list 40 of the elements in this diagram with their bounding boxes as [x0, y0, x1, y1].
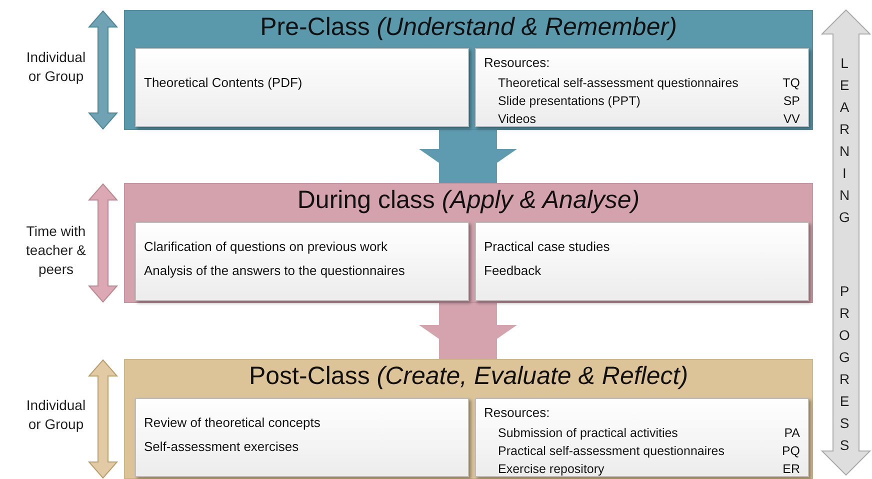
panel-text: Theoretical Contents (PDF): [144, 75, 304, 90]
side-label: Individual or Group: [25, 396, 87, 434]
phase-band: [124, 10, 813, 130]
phase-heading: Post-Class (Create, Evaluate & Reflect): [248, 362, 690, 391]
panel-text: Review of theoretical concepts: [144, 415, 322, 430]
block-arrow: [419, 303, 517, 359]
abbreviation: SP: [783, 93, 800, 110]
panel-text: Analysis of the answers to the questionnaires: [144, 263, 406, 278]
vertical-label: PROGRESS: [839, 282, 850, 455]
list-item-text: Slide presentations (PPT): [498, 93, 640, 110]
abbreviation: PA: [784, 425, 800, 442]
abbreviation: ER: [782, 461, 800, 478]
content-panel: [475, 48, 809, 127]
panel-text: Self-assessment exercises: [144, 439, 300, 454]
side-label: Individual or Group: [25, 48, 87, 86]
content-panel: [135, 398, 469, 477]
content-panel: [475, 398, 809, 477]
abbreviation: PQ: [782, 443, 800, 460]
list-item-text: Practical self-assessment questionnaires: [498, 443, 724, 460]
abbreviation: VV: [783, 111, 800, 128]
phase-heading: During class (Apply & Analyse): [296, 186, 641, 215]
panel-text: Practical case studies: [484, 239, 611, 254]
phase-heading: Pre-Class (Understand & Remember): [259, 13, 678, 42]
list-item-text: Videos: [498, 111, 536, 128]
content-panel: [135, 48, 469, 127]
panel-heading: Resources:: [484, 405, 551, 420]
content-panel: [475, 222, 809, 301]
phase-band: [124, 359, 813, 479]
side-label: Time with teacher & peers: [25, 222, 87, 279]
block-arrow: [419, 130, 517, 183]
vertical-label: LEARNING: [839, 54, 850, 227]
list-item-text: Exercise repository: [498, 461, 604, 478]
list-item-text: Submission of practical activities: [498, 425, 678, 442]
content-panel: [135, 222, 469, 301]
abbreviation: TQ: [782, 75, 800, 92]
panel-text: Clarification of questions on previous work: [144, 239, 389, 254]
phase-band: [124, 183, 813, 303]
panel-text: Feedback: [484, 263, 542, 278]
list-item-text: Theoretical self-assessment questionnaires: [498, 75, 738, 92]
panel-heading: Resources:: [484, 55, 551, 70]
